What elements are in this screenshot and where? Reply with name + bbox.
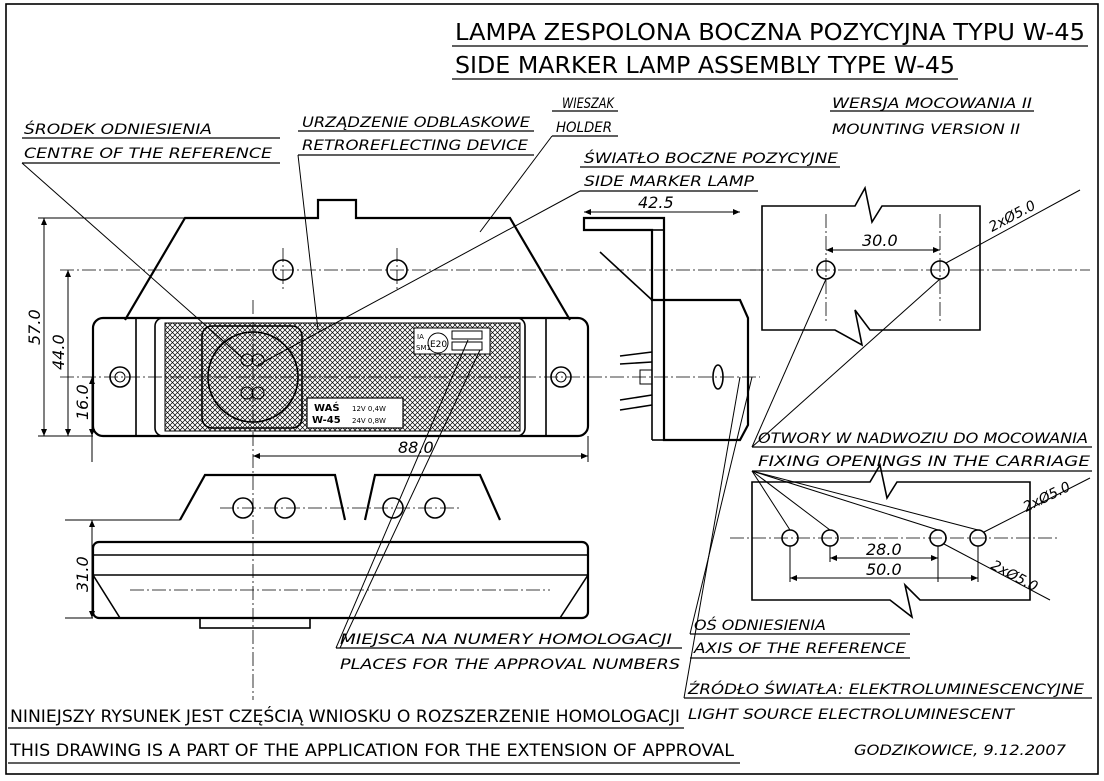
callout-reference-centre: ŚRODEK ODNIESIENIA CENTRE OF THE REFEREN…: [22, 120, 280, 164]
lens-model: W-45: [312, 415, 341, 426]
dim-hole-spacing-v2: 30.0: [862, 231, 898, 250]
lens-emark: E20: [430, 340, 447, 350]
dim-bottom-height: 31.0: [73, 556, 92, 592]
dim-height-total: 57.0: [25, 309, 44, 345]
lens-class: IA: [417, 333, 424, 341]
dim-hole-spacing-inner: 28.0: [866, 540, 902, 559]
holder-pl: WIESZAK: [562, 96, 615, 112]
reference-axis-en: AXIS OF THE REFERENCE: [693, 641, 906, 657]
callout-approval-places: MIEJSCA NA NUMERY HOMOLOGACJI PLACES FOR…: [336, 632, 682, 673]
callout-version: WERSJA MOCOWANIA II MOUNTING VERSION II: [830, 96, 1034, 138]
retroreflector-pl: URZĄDZENIE ODBLASKOWE: [302, 115, 530, 131]
dim-height-holes: 44.0: [49, 334, 68, 370]
reference-axis-pl: OŚ ODNIESIENIA: [694, 616, 826, 634]
title-en: SIDE MARKER LAMP ASSEMBLY TYPE W-45: [455, 53, 955, 79]
version-en: MOUNTING VERSION II: [832, 122, 1020, 138]
footer-en: THIS DRAWING IS A PART OF THE APPLICATIO…: [9, 741, 735, 761]
lens-12v: 12V 0,4W: [352, 405, 386, 413]
approval-places-en: PLACES FOR THE APPROVAL NUMBERS: [340, 657, 680, 673]
callout-fixing-openings: OTWORY W NADWOZIU DO MOCOWANIA FIXING OP…: [752, 431, 1092, 472]
callout-holder: WIESZAK HOLDER: [552, 96, 618, 137]
fixing-plate: 28.0 50.0 2xØ5.0 2xØ5.0: [730, 462, 1091, 619]
light-source-en: LIGHT SOURCE ELECTROLUMINESCENT: [688, 707, 1016, 723]
dim-hole-spacing-outer: 50.0: [866, 560, 902, 579]
side-marker-en: SIDE MARKER LAMP: [584, 174, 755, 190]
dim-lamp-width: 88.0: [253, 436, 589, 462]
holder-en: HOLDER: [556, 120, 612, 136]
retroreflector-en: RETROREFLECTING DEVICE: [302, 138, 528, 154]
callout-light-source: ŹRÓDŁO ŚWIATŁA: ELEKTROLUMINESCENCYJNE L…: [684, 680, 1092, 723]
leader-lines: [21, 135, 979, 699]
mount-plate-v2: 30.0 2xØ5.0: [750, 185, 1090, 347]
front-view: WAŚ W-45 12V 0,4W 24V 0,8W IA SM1 E20: [91, 198, 590, 438]
bottom-view: 31.0: [65, 473, 590, 629]
lens-24v: 24V 0,8W: [352, 417, 386, 425]
reference-centre-en: CENTRE OF THE REFERENCE: [24, 146, 272, 162]
lens-sm: SM1: [416, 344, 431, 352]
title-block: LAMPA ZESPOLONA BOCZNA POZYCYJNA TYPU W-…: [452, 20, 1088, 80]
fixing-openings-en: FIXING OPENINGS IN THE CARRIAGE: [758, 454, 1090, 470]
light-source-pl: ŹRÓDŁO ŚWIATŁA: ELEKTROLUMINESCENCYJNE: [687, 680, 1084, 698]
callout-reference-axis: OŚ ODNIESIENIA AXIS OF THE REFERENCE: [690, 616, 910, 659]
dim-holes-a: 2xØ5.0: [1021, 479, 1073, 516]
fixing-openings-pl: OTWORY W NADWOZIU DO MOCOWANIA: [758, 431, 1088, 447]
drawing-frame: [5, 3, 1099, 775]
callout-retroreflector: URZĄDZENIE ODBLASKOWE RETROREFLECTING DE…: [298, 115, 534, 156]
footer-pl: NINIEJSZY RYSUNEK JEST CZĘŚCIĄ WNIOSKU O…: [10, 705, 680, 727]
place-date: GODZIKOWICE, 9.12.2007: [854, 743, 1066, 759]
approval-places-pl: MIEJSCA NA NUMERY HOMOLOGACJI: [340, 632, 672, 648]
reference-centre-pl: ŚRODEK ODNIESIENIA: [24, 120, 212, 138]
dim-height-axis: 16.0: [73, 384, 92, 420]
vertical-dimensions: 57.0 44.0 16.0: [25, 217, 185, 462]
dim-holes-b: 2xØ5.0: [988, 557, 1040, 595]
side-marker-pl: ŚWIATŁO BOCZNE POZYCYJNE: [584, 149, 838, 167]
lens-maker: WAŚ: [314, 401, 340, 414]
title-pl: LAMPA ZESPOLONA BOCZNA POZYCYJNA TYPU W-…: [455, 20, 1085, 46]
callout-side-marker: ŚWIATŁO BOCZNE POZYCYJNE SIDE MARKER LAM…: [580, 149, 840, 192]
side-view: 42.5: [582, 193, 750, 442]
footer: NINIEJSZY RYSUNEK JEST CZĘŚCIĄ WNIOSKU O…: [8, 705, 1066, 764]
dim-side-depth: 42.5: [638, 193, 674, 212]
version-pl: WERSJA MOCOWANIA II: [832, 96, 1032, 112]
dim-width-lamp: 88.0: [398, 438, 434, 457]
